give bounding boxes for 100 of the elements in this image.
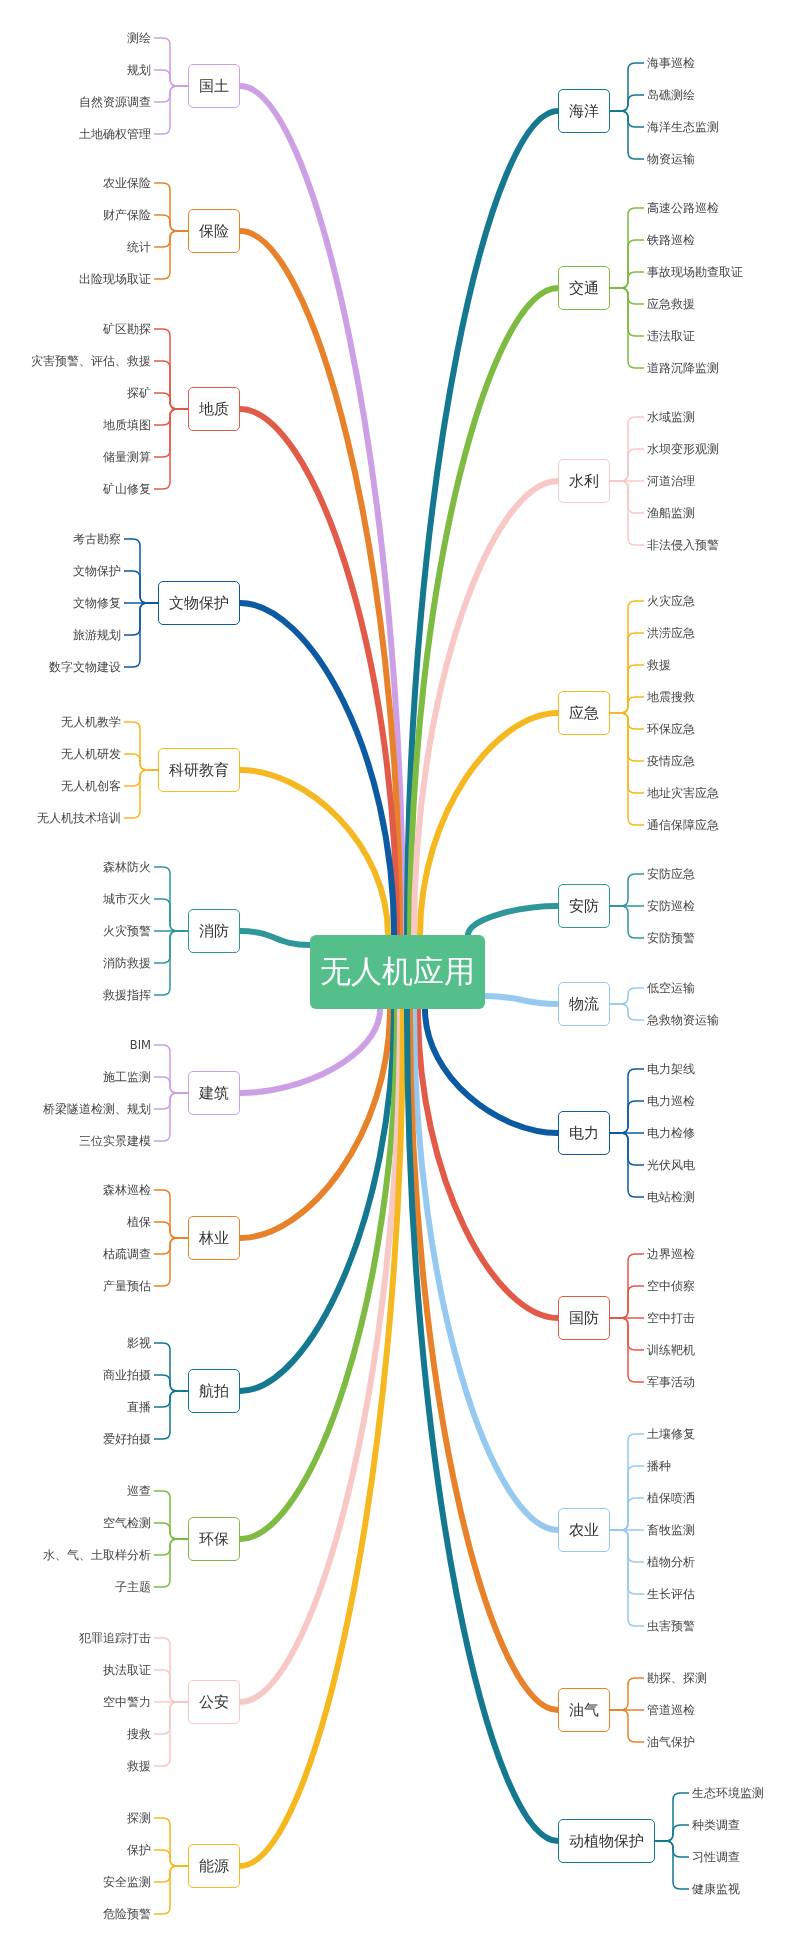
subtopic-label: 数字文物建设 bbox=[46, 659, 124, 675]
subtopic-label: 爱好拍摄 bbox=[100, 1431, 154, 1447]
subtopic-label: 低空运输 bbox=[644, 980, 698, 996]
subtopic-label: 安防应急 bbox=[644, 866, 698, 882]
branch-curve bbox=[239, 928, 311, 948]
connector-line bbox=[123, 602, 159, 668]
topic-box: 文物保护 bbox=[158, 581, 240, 625]
subtopic-label: 矿区勘探 bbox=[100, 321, 154, 337]
subtopic-label: 水坝变形观测 bbox=[644, 441, 722, 457]
subtopic-label: 电站检测 bbox=[644, 1189, 698, 1205]
subtopic-label: 植物分析 bbox=[644, 1554, 698, 1570]
subtopic-label: 搜救 bbox=[124, 1726, 154, 1742]
subtopic-label: 自然资源调查 bbox=[76, 94, 154, 110]
subtopic-label: 农业保险 bbox=[100, 175, 154, 191]
subtopic-label: 事故现场勘查取证 bbox=[644, 264, 746, 280]
topic-box: 海洋 bbox=[558, 89, 610, 133]
topic-box: 安防 bbox=[558, 884, 610, 928]
subtopic-label: 影视 bbox=[124, 1335, 154, 1351]
subtopic-label: 畜牧监测 bbox=[644, 1522, 698, 1538]
subtopic-label: 矿山修复 bbox=[100, 481, 154, 497]
subtopic-label: 种类调查 bbox=[689, 1817, 743, 1833]
topic-box: 能源 bbox=[188, 1844, 240, 1888]
topic-box: 农业 bbox=[558, 1508, 610, 1552]
topic-box: 科研教育 bbox=[158, 748, 240, 792]
subtopic-label: 健康监视 bbox=[689, 1881, 743, 1897]
topic-box: 国土 bbox=[188, 64, 240, 108]
subtopic-label: 救援指挥 bbox=[100, 987, 154, 1003]
subtopic-label: 危险预警 bbox=[100, 1906, 154, 1922]
branch-curve bbox=[239, 406, 400, 936]
subtopic-label: 救援 bbox=[124, 1758, 154, 1774]
connector-line bbox=[654, 1840, 690, 1890]
connector-line bbox=[153, 230, 189, 280]
connector-line bbox=[609, 1529, 645, 1627]
branch-curve bbox=[239, 600, 397, 936]
subtopic-label: 电力架线 bbox=[644, 1061, 698, 1077]
subtopic-label: 虫害预警 bbox=[644, 1618, 698, 1634]
branch-curve bbox=[484, 993, 559, 1007]
subtopic-label: 生长评估 bbox=[644, 1586, 698, 1602]
branch-curve bbox=[239, 1008, 403, 1705]
topic-box: 地质 bbox=[188, 387, 240, 431]
subtopic-label: 勘探、探测 bbox=[644, 1670, 710, 1686]
subtopic-label: 保护 bbox=[124, 1842, 154, 1858]
topic-box: 国防 bbox=[558, 1296, 610, 1340]
subtopic-label: 施工监测 bbox=[100, 1069, 154, 1085]
connector-line bbox=[609, 1317, 645, 1383]
branch-curve bbox=[411, 1008, 559, 1533]
subtopic-label: 统计 bbox=[124, 239, 154, 255]
subtopic-label: 空气检测 bbox=[100, 1515, 154, 1531]
branch-curve bbox=[239, 1008, 400, 1542]
branch-curve bbox=[422, 1008, 559, 1136]
subtopic-label: 城市灭火 bbox=[100, 891, 154, 907]
subtopic-label: 水域监测 bbox=[644, 409, 698, 425]
subtopic-label: 文物修复 bbox=[70, 595, 124, 611]
connector-line bbox=[153, 1865, 189, 1915]
subtopic-label: 油气保护 bbox=[644, 1734, 698, 1750]
subtopic-label: 水、气、土取样分析 bbox=[40, 1547, 154, 1563]
branch-curve bbox=[238, 83, 406, 936]
subtopic-label: 安全监测 bbox=[100, 1874, 154, 1890]
subtopic-label: 文物保护 bbox=[70, 563, 124, 579]
subtopic-label: 道路沉降监测 bbox=[644, 360, 722, 376]
branch-curve bbox=[239, 228, 403, 936]
subtopic-label: 军事活动 bbox=[644, 1374, 698, 1390]
topic-box: 保险 bbox=[188, 209, 240, 253]
subtopic-label: 空中警力 bbox=[100, 1694, 154, 1710]
connector-line bbox=[153, 1701, 189, 1767]
topic-box: 水利 bbox=[558, 459, 610, 503]
subtopic-label: 习性调查 bbox=[689, 1849, 743, 1865]
subtopic-label: 巡查 bbox=[124, 1483, 154, 1499]
connector-line bbox=[153, 1390, 189, 1440]
branch-curve bbox=[411, 478, 559, 936]
topic-box: 公安 bbox=[188, 1680, 240, 1724]
subtopic-label: 空中侦察 bbox=[644, 1278, 698, 1294]
topic-box: 电力 bbox=[558, 1111, 610, 1155]
branch-curve bbox=[407, 1008, 560, 1713]
connector-line bbox=[609, 1003, 645, 1021]
connector-line bbox=[609, 1709, 645, 1743]
subtopic-label: 电力检修 bbox=[644, 1125, 698, 1141]
subtopic-label: 植保喷洒 bbox=[644, 1490, 698, 1506]
branch-curve bbox=[404, 1008, 560, 1844]
subtopic-label: 犯罪追踪打击 bbox=[76, 1630, 154, 1646]
subtopic-label: 土地确权管理 bbox=[76, 126, 154, 142]
branch-curve bbox=[239, 1008, 393, 1241]
subtopic-label: 电力巡检 bbox=[644, 1093, 698, 1109]
subtopic-label: 储量测算 bbox=[100, 449, 154, 465]
connector-line bbox=[609, 1132, 645, 1198]
subtopic-label: 规划 bbox=[124, 62, 154, 78]
subtopic-label: 安防预警 bbox=[644, 930, 698, 946]
subtopic-label: 训练靶机 bbox=[644, 1342, 698, 1358]
subtopic-label: 无人机创客 bbox=[58, 778, 124, 794]
subtopic-label: 直播 bbox=[124, 1399, 154, 1415]
connector-line bbox=[609, 712, 645, 826]
topic-box: 动植物保护 bbox=[558, 1819, 655, 1863]
subtopic-label: 播种 bbox=[644, 1458, 674, 1474]
subtopic-label: 执法取证 bbox=[100, 1662, 154, 1678]
branch-curve bbox=[465, 903, 559, 936]
connector-line bbox=[153, 1538, 189, 1588]
subtopic-label: 枯疏调查 bbox=[100, 1246, 154, 1262]
subtopic-label: 桥梁隧道检测、规划 bbox=[40, 1101, 154, 1117]
subtopic-label: 土壤修复 bbox=[644, 1426, 698, 1442]
subtopic-label: 河道治理 bbox=[644, 473, 698, 489]
